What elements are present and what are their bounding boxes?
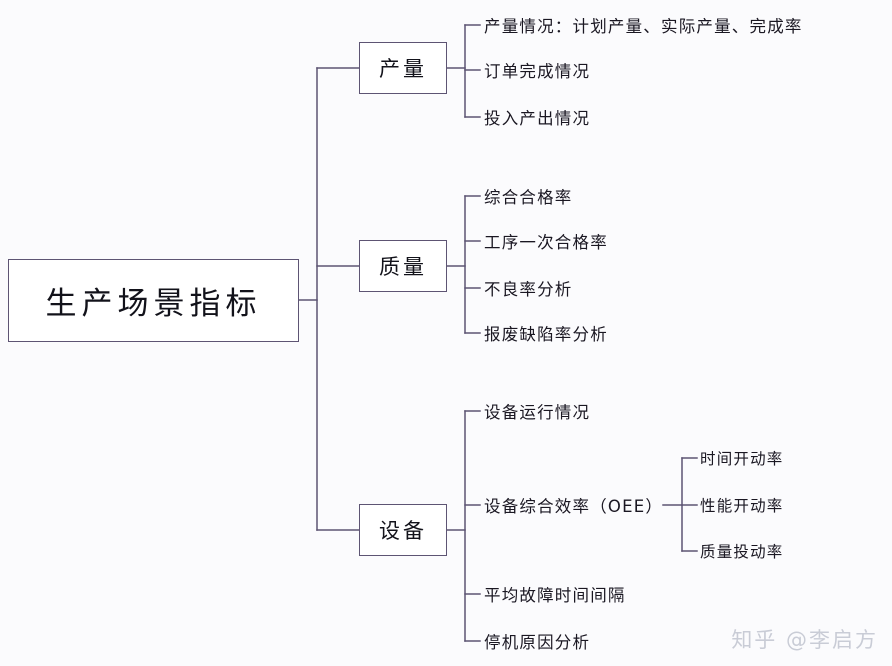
branch-node-label: 质量 bbox=[379, 256, 427, 279]
branch-node-equipment[interactable]: 设备 bbox=[359, 504, 447, 556]
leaf-node[interactable]: 性能开动率 bbox=[700, 497, 784, 515]
branch-node-quality[interactable]: 质量 bbox=[359, 240, 447, 292]
leaf-node[interactable]: 平均故障时间间隔 bbox=[484, 586, 626, 605]
branch-node-label: 产量 bbox=[379, 58, 427, 81]
root-node-label: 生产场景指标 bbox=[45, 286, 262, 321]
watermark: 知乎 @李启方 bbox=[731, 628, 878, 652]
leaf-node[interactable]: 停机原因分析 bbox=[484, 633, 591, 652]
leaf-node[interactable]: 综合合格率 bbox=[484, 188, 573, 207]
branch-node-label: 设备 bbox=[379, 520, 427, 543]
leaf-node[interactable]: 投入产出情况 bbox=[484, 109, 591, 128]
leaf-node[interactable]: 工序一次合格率 bbox=[484, 233, 608, 252]
leaf-node[interactable]: 质量投动率 bbox=[700, 543, 784, 561]
leaf-node[interactable]: 时间开动率 bbox=[700, 450, 784, 468]
leaf-node[interactable]: 设备运行情况 bbox=[484, 403, 591, 422]
leaf-node-oee[interactable]: 设备综合效率（OEE） bbox=[484, 497, 664, 516]
leaf-node[interactable]: 不良率分析 bbox=[484, 280, 573, 299]
root-node[interactable]: 生产场景指标 bbox=[8, 259, 299, 342]
leaf-node[interactable]: 产量情况：计划产量、实际产量、完成率 bbox=[484, 17, 803, 36]
leaf-node[interactable]: 订单完成情况 bbox=[484, 62, 591, 81]
leaf-node[interactable]: 报废缺陷率分析 bbox=[484, 325, 608, 344]
branch-node-output[interactable]: 产量 bbox=[359, 42, 447, 94]
